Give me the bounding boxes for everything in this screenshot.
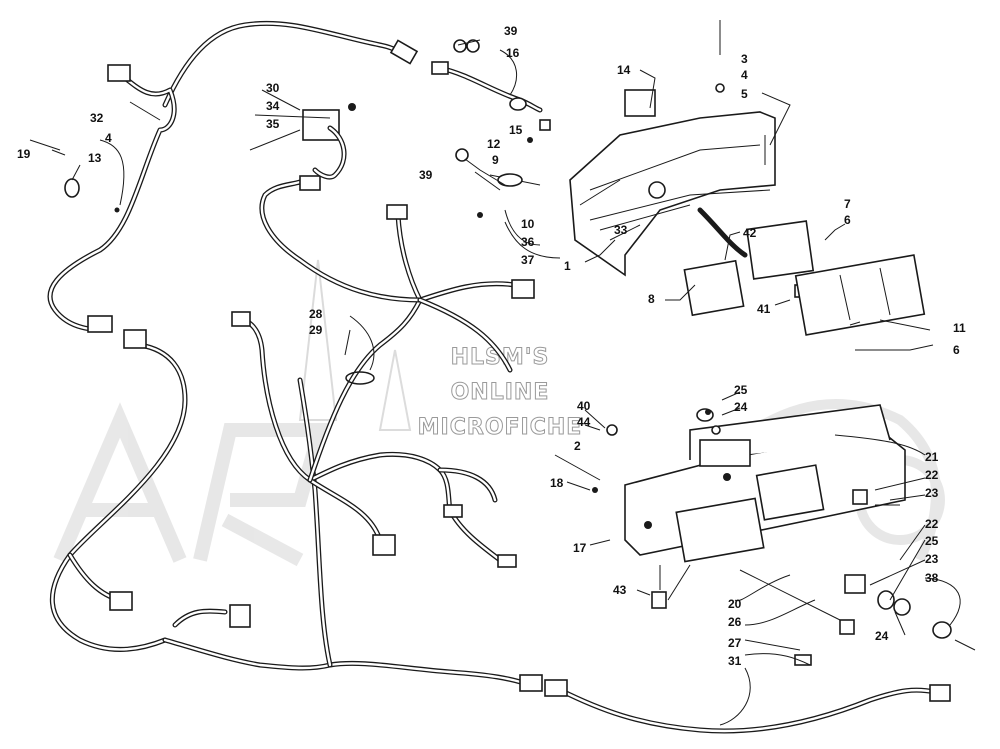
callout-33: 33: [614, 223, 628, 237]
callout-19: 19: [17, 147, 31, 161]
callout-5: 5: [741, 87, 748, 101]
callout-22-bottom: 22: [925, 517, 939, 531]
callout-37: 37: [521, 253, 535, 267]
watermark-text: HLSM'S ONLINE MICROFICHE: [417, 345, 583, 441]
connector-bottom: [229, 604, 251, 628]
gauge-lens: [794, 254, 926, 336]
connector-c: [299, 175, 321, 191]
callout-28: 28: [309, 307, 323, 321]
callout-27: 27: [728, 636, 742, 650]
callout-labels: 1 2 3 4 4 5 6 6 7 8 9 10 11 12 13 14 15 …: [17, 24, 966, 668]
callout-13: 13: [88, 151, 102, 165]
connector-h: [519, 674, 543, 692]
callout-40: 40: [577, 399, 591, 413]
dash-panel-assembly: [431, 20, 926, 336]
callout-20: 20: [728, 597, 742, 611]
callout-2: 2: [574, 439, 581, 453]
callout-24-top: 24: [734, 400, 748, 414]
callout-6-top: 6: [844, 213, 851, 227]
watermark-line-3: MICROFICHE: [418, 415, 583, 440]
callout-15: 15: [509, 123, 523, 137]
callout-25-bottom: 25: [925, 534, 939, 548]
callout-12: 12: [487, 137, 501, 151]
callout-7: 7: [844, 197, 851, 211]
callout-6-bottom: 6: [953, 343, 960, 357]
callout-38: 38: [925, 571, 939, 585]
callout-4-left: 4: [105, 131, 112, 145]
callout-3: 3: [741, 52, 748, 66]
callout-32: 32: [90, 111, 104, 125]
connector-i: [544, 679, 568, 697]
connector-d: [386, 204, 408, 220]
callout-23-bottom: 23: [925, 552, 939, 566]
harness-connectors: [87, 39, 951, 702]
connector-j: [929, 684, 951, 702]
callout-39-left: 39: [419, 168, 433, 182]
callout-41: 41: [757, 302, 771, 316]
callout-31: 31: [728, 654, 742, 668]
callout-23-top: 23: [925, 486, 939, 500]
connector-bottom-left: [109, 591, 133, 611]
connector-top: [389, 39, 419, 65]
callout-36: 36: [521, 235, 535, 249]
callout-1: 1: [564, 259, 571, 273]
connector-g: [497, 554, 517, 568]
callout-29: 29: [309, 323, 323, 337]
callout-24-bottom: 24: [875, 629, 889, 643]
watermark-line-2: ONLINE: [451, 380, 550, 405]
dash-housing: [569, 111, 776, 277]
callout-16: 16: [506, 46, 520, 60]
callout-14: 14: [617, 63, 631, 77]
watermark-logo: [53, 259, 945, 567]
callout-39-top: 39: [504, 24, 518, 38]
callout-8: 8: [648, 292, 655, 306]
connector-center-top: [231, 311, 251, 327]
callout-25-top: 25: [734, 383, 748, 397]
callout-26: 26: [728, 615, 742, 629]
leader-lines: [51, 22, 961, 726]
connector-mid: [511, 279, 535, 299]
callout-21: 21: [925, 450, 939, 464]
main-wiring-harness: [47, 20, 938, 734]
relay-part: [302, 109, 340, 141]
callout-22-top: 22: [925, 468, 939, 482]
callout-35: 35: [266, 117, 280, 131]
callout-43: 43: [613, 583, 627, 597]
callout-34: 34: [266, 99, 280, 113]
connector-left-mid: [87, 315, 113, 333]
connector-e: [443, 504, 463, 518]
connector-top-left: [107, 64, 131, 82]
connector-left: [123, 329, 147, 349]
callout-17: 17: [573, 541, 587, 555]
callout-4-top: 4: [741, 68, 748, 82]
callout-42: 42: [743, 226, 757, 240]
callout-44: 44: [577, 415, 591, 429]
watermark-line-1: HLSM'S: [451, 345, 550, 370]
switch-panel-assembly: [592, 404, 976, 666]
callout-18: 18: [550, 476, 564, 490]
callout-9: 9: [492, 153, 499, 167]
callout-30: 30: [266, 81, 280, 95]
callout-11: 11: [953, 321, 966, 335]
connector-f: [372, 534, 396, 556]
small-parts: [29, 103, 375, 385]
callout-10: 10: [521, 217, 535, 231]
